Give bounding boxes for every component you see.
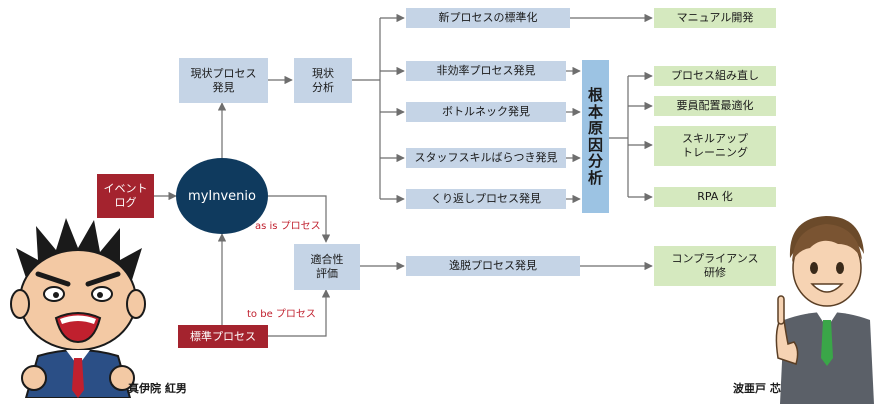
root-cause-char: 因 (587, 135, 603, 154)
smiling-man-icon (775, 216, 874, 404)
deviation-box: 逸脱プロセス発見 (406, 256, 580, 276)
compliance-box: コンプライアンス 研修 (654, 246, 776, 286)
root-cause-char: 本 (587, 102, 603, 121)
angry-man-icon (10, 218, 146, 398)
current-process-box: 現状プロセス 発見 (179, 58, 268, 103)
root-cause-label: 根本原因分析 (588, 87, 603, 186)
root-cause-char: 原 (587, 119, 603, 137)
event-log-box: イベント ログ (97, 174, 154, 218)
root-cause-char: 析 (587, 168, 603, 187)
process-rework-box: プロセス組み直し (654, 66, 776, 86)
standard-process-box: 標準プロセス (178, 325, 268, 348)
myinvenio-node: myInvenio (176, 158, 268, 234)
root-cause-box: 根本原因分析 (582, 60, 609, 213)
root-cause-char: 分 (587, 152, 603, 170)
staffing-box: 要員配置最適化 (654, 96, 776, 116)
right-person-name: 波亜戸 芯 (733, 382, 781, 395)
root-cause-char: 根 (587, 86, 603, 104)
current-analysis-box: 現状 分析 (294, 58, 352, 103)
to-be-label: to be プロセス (247, 309, 316, 320)
inefficiency-box: 非効率プロセス発見 (406, 61, 566, 81)
skillup-box: スキルアップ トレーニング (654, 126, 776, 166)
manual-dev-box: マニュアル開発 (654, 8, 776, 28)
staff-skill-box: スタッフスキルばらつき発見 (406, 148, 566, 168)
new-process-std-box: 新プロセスの標準化 (406, 8, 570, 28)
left-person-name: 真伊院 紅男 (128, 382, 187, 395)
conformity-box: 適合性 評価 (294, 244, 360, 290)
rpa-box: RPA 化 (654, 187, 776, 207)
as-is-label: as is プロセス (255, 221, 321, 232)
bottleneck-box: ボトルネック発見 (406, 102, 566, 122)
repeat-process-box: くり返しプロセス発見 (406, 189, 566, 209)
